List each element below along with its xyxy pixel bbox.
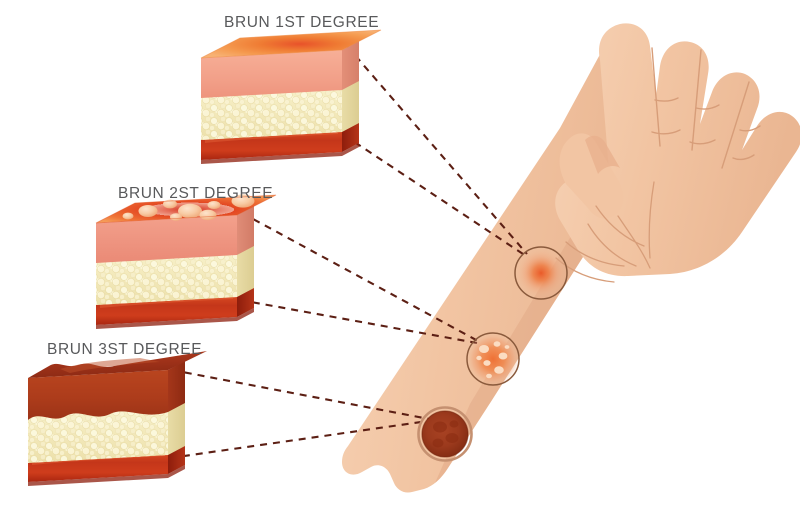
palm-creases bbox=[587, 181, 655, 269]
burn-spot-first-degree bbox=[514, 246, 568, 300]
label-second-degree: BRUN 2ST DEGREE bbox=[118, 185, 274, 202]
skin-block-first-degree bbox=[200, 29, 382, 164]
spot-necrosis-texture bbox=[432, 420, 459, 448]
leader-line-2b bbox=[239, 298, 478, 345]
label-first-degree: BRUN 1ST DEGREE bbox=[224, 14, 380, 31]
thumb-shadow bbox=[585, 135, 620, 174]
leader-line-1b bbox=[343, 134, 527, 257]
leader-line-1a bbox=[346, 45, 528, 255]
burn-spot-second-degree bbox=[466, 332, 520, 386]
block-blisters bbox=[122, 194, 255, 221]
leader-lines bbox=[169, 45, 528, 460]
label-third-degree: BRUN 3ST DEGREE bbox=[47, 341, 203, 358]
skin-block-second-degree bbox=[95, 194, 277, 329]
leader-line-3b bbox=[169, 419, 429, 460]
finger-creases bbox=[651, 47, 761, 169]
arm-illustration bbox=[342, 23, 800, 493]
leader-line-3a bbox=[171, 368, 430, 421]
leader-line-2a bbox=[241, 212, 479, 342]
skin-block-third-degree bbox=[28, 351, 207, 486]
spot-blisters bbox=[476, 341, 510, 379]
burn-spot-third-degree bbox=[417, 406, 473, 462]
thumb bbox=[559, 133, 624, 219]
